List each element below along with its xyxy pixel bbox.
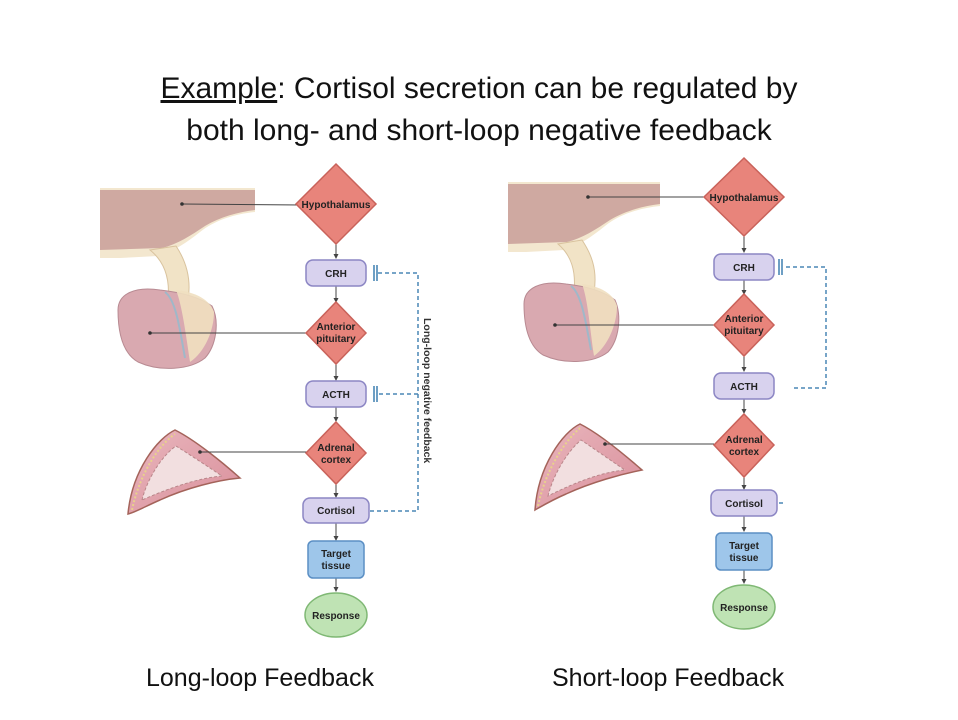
right-tissue-label: tissue bbox=[730, 553, 759, 564]
left-cortisol-node: Cortisol bbox=[302, 497, 370, 524]
title-example-word: Example bbox=[160, 72, 278, 105]
long-loop-caption: Long-loop Feedback bbox=[146, 664, 374, 692]
left-response-label: Response bbox=[312, 611, 360, 622]
left-anterior-label: Anterior bbox=[317, 322, 356, 333]
right-panel-diagram: Hypothalamus CRH Anterior pituitary ACTH… bbox=[508, 156, 827, 630]
left-hypothalamus-node: Hypothalamus bbox=[294, 162, 378, 246]
right-crh-label: CRH bbox=[733, 263, 755, 274]
short-loop-caption: Short-loop Feedback bbox=[552, 664, 785, 692]
left-acth-label: ACTH bbox=[322, 390, 350, 401]
left-hypothalamus-label: Hypothalamus bbox=[302, 200, 371, 211]
title-line-2: both long- and short-loop negative feedb… bbox=[186, 114, 772, 147]
right-response-label: Response bbox=[720, 603, 768, 614]
right-anterior-pituitary-node: Anterior pituitary bbox=[712, 292, 776, 358]
left-cortisol-label: Cortisol bbox=[317, 506, 355, 517]
right-adrenal-illustration bbox=[534, 423, 644, 512]
left-pituitary-label: pituitary bbox=[316, 334, 356, 345]
title-line-1: Example: Cortisol secretion can be regul… bbox=[0, 68, 958, 110]
left-target-label: Target bbox=[321, 549, 351, 560]
right-pituitary-illustration bbox=[508, 182, 660, 362]
right-cortex-label: cortex bbox=[729, 447, 759, 458]
right-short-loop-feedback bbox=[778, 259, 827, 504]
right-adrenal-label: Adrenal bbox=[725, 435, 762, 446]
right-target-tissue-node: Target tissue bbox=[715, 532, 773, 571]
right-acth-node: ACTH bbox=[713, 372, 775, 400]
left-anterior-pituitary-node: Anterior pituitary bbox=[304, 300, 368, 366]
left-cortex-label: cortex bbox=[321, 455, 351, 466]
left-adrenal-label: Adrenal bbox=[317, 443, 354, 454]
right-anterior-label: Anterior bbox=[725, 314, 764, 325]
long-loop-feedback-label: Long-loop negative feedback bbox=[421, 318, 433, 463]
right-acth-label: ACTH bbox=[730, 382, 758, 393]
right-hypothalamus-node: Hypothalamus bbox=[702, 156, 786, 238]
left-target-tissue-node: Target tissue bbox=[307, 540, 365, 579]
left-response-node: Response bbox=[304, 592, 368, 638]
left-crh-node: CRH bbox=[305, 259, 367, 287]
right-adrenal-cortex-node: Adrenal cortex bbox=[712, 412, 776, 479]
right-target-label: Target bbox=[729, 541, 759, 552]
title-line-1-text: : Cortisol secretion can be regulated by bbox=[277, 72, 798, 105]
slide-title: Example: Cortisol secretion can be regul… bbox=[0, 68, 958, 152]
left-adrenal-illustration bbox=[127, 429, 242, 515]
right-cortisol-label: Cortisol bbox=[725, 499, 763, 510]
left-tissue-label: tissue bbox=[322, 561, 351, 572]
left-acth-node: ACTH bbox=[305, 380, 367, 408]
right-crh-node: CRH bbox=[713, 253, 775, 281]
left-pituitary-illustration bbox=[100, 188, 255, 369]
left-crh-label: CRH bbox=[325, 269, 347, 280]
right-response-node: Response bbox=[712, 584, 776, 630]
right-pituitary-label: pituitary bbox=[724, 326, 764, 337]
left-hypothalamus-leader bbox=[181, 203, 303, 206]
left-adrenal-cortex-node: Adrenal cortex bbox=[304, 420, 368, 486]
right-hypothalamus-label: Hypothalamus bbox=[710, 193, 779, 204]
left-panel-diagram: Hypothalamus CRH Anterior pituitary ACTH… bbox=[100, 162, 433, 638]
left-long-loop-feedback: Long-loop negative feedback bbox=[370, 265, 433, 512]
right-cortisol-node: Cortisol bbox=[710, 489, 778, 517]
